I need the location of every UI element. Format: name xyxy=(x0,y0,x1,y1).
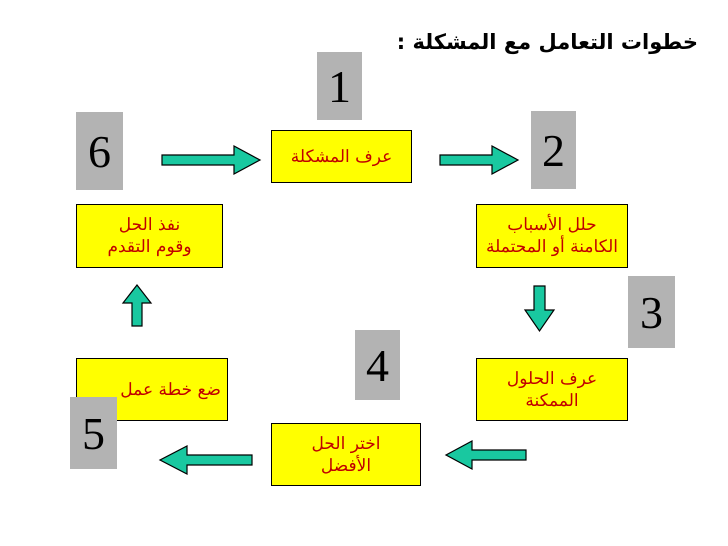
step-3-label-line1: عرف الحلول xyxy=(506,368,598,389)
step-5-label: ضع خطة عمل xyxy=(120,379,221,400)
step-box-1: عرف المشكلة xyxy=(271,130,412,183)
arrow-left-icon xyxy=(158,445,253,475)
step-number-1: 1 xyxy=(317,52,362,120)
step-4-label-line2: الأفضل xyxy=(320,455,372,476)
step-number-6: 6 xyxy=(76,112,123,190)
step-number-4: 4 xyxy=(355,330,400,400)
step-3-label-line2: الممكنة xyxy=(525,390,579,411)
step-box-6: نفذ الحل وقوم التقدم xyxy=(76,204,223,268)
step-6-label-line1: نفذ الحل xyxy=(118,215,181,235)
step-1-label: عرف المشكلة xyxy=(290,146,393,167)
arrow-right-icon xyxy=(439,144,520,176)
diagram-title: خطوات التعامل مع المشكلة : xyxy=(396,30,698,54)
step-number-5: 5 xyxy=(70,397,117,469)
arrow-down-icon xyxy=(523,285,556,333)
step-2-label-line1: حلل الأسباب xyxy=(507,215,597,235)
step-box-4: اختر الحل الأفضل xyxy=(271,423,421,486)
step-number-2: 2 xyxy=(531,111,576,189)
arrow-up-icon xyxy=(121,284,153,327)
step-box-2: حلل الأسباب الكامنة أو المحتملة xyxy=(476,204,628,268)
arrow-right-icon xyxy=(161,144,262,176)
step-number-3: 3 xyxy=(628,276,675,348)
step-2-label-line2: الكامنة أو المحتملة xyxy=(486,237,618,257)
arrow-left-icon xyxy=(444,439,527,471)
step-4-label-line1: اختر الحل xyxy=(311,433,381,454)
step-6-label-line2: وقوم التقدم xyxy=(107,237,192,257)
step-box-3: عرف الحلول الممكنة xyxy=(476,358,628,421)
